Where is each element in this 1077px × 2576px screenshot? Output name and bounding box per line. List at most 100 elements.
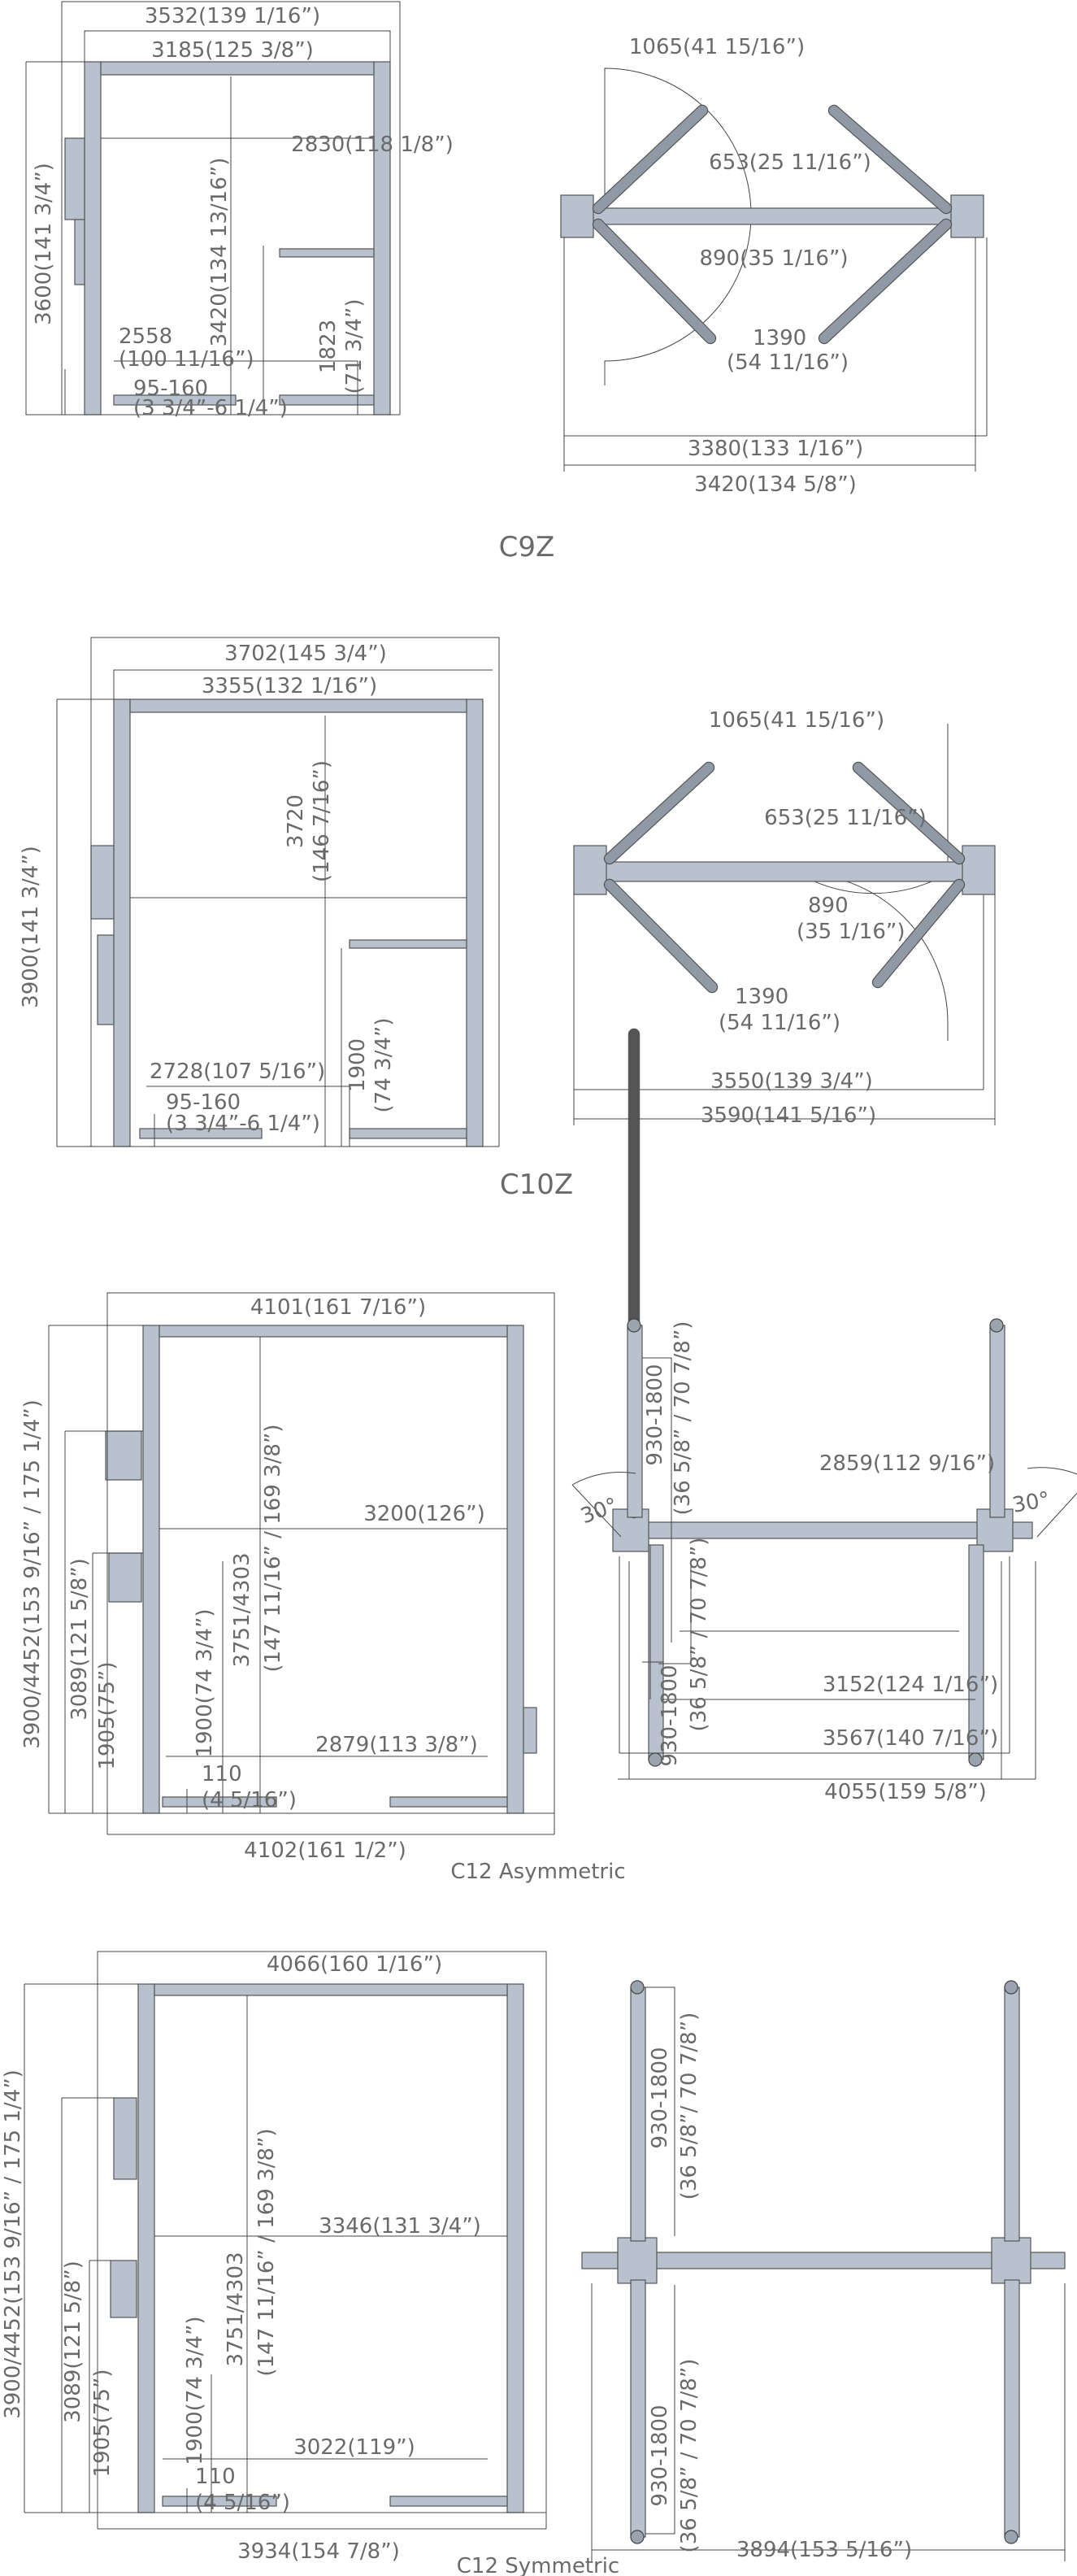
lift-arm (605, 763, 714, 864)
dim-inner-posts: 2859(112 9/16”) (819, 1451, 995, 1476)
left-post (560, 194, 594, 238)
lift-arm (819, 220, 951, 343)
dim-overall-width: 4055(159 5/8”) (824, 1780, 987, 1804)
dim-base-width: 3380(133 1/16”) (688, 437, 863, 461)
model-title-c12-asymmetric: C12 Asymmetric (450, 1860, 625, 1884)
dim-height-under-beam: 3751/4303 (230, 1552, 254, 1667)
dim-overall-width: 3532(139 1/16”) (145, 4, 320, 28)
left-column (137, 1983, 155, 2513)
dim-arm-max: 1390 (753, 326, 806, 350)
lift-arm (279, 394, 375, 406)
lift-pad (627, 1318, 641, 1333)
left-post (617, 2237, 658, 2284)
dim-power-unit-height: 3089(121 5/8”) (61, 2261, 85, 2423)
right-column (506, 1983, 524, 2513)
c12s-side-view: 4066(160 1/16”) 3900/4452(153 9/16” / 17… (1, 1951, 547, 2564)
dim-lift-height: 1900 (345, 1038, 370, 1092)
control-box (97, 934, 115, 1025)
dim-arm-reach: 1065(41 15/16”) (629, 35, 805, 59)
lift-pad (968, 1752, 983, 1767)
model-title-c9z: C9Z (499, 531, 555, 564)
lift-arm (162, 1796, 277, 1808)
dim-arm-range-top: 930-1800 (648, 2047, 672, 2148)
lift-pad (630, 1980, 645, 1995)
dim-overall-height: 3900(141 3/4”) (19, 846, 43, 1008)
dim-angle-right: 30° (1010, 1487, 1052, 1518)
crossbeam (129, 698, 467, 713)
c12a-side-view: 4101(161 7/16”) 3900/4452(153 9/16” / 17… (20, 1292, 555, 1863)
model-title-c12-symmetric: C12 Symmetric (457, 2554, 619, 2576)
dim-height-under-beam-in: (146 7/16”) (310, 760, 334, 882)
dim-lift-height-in: (71 3/4”) (342, 299, 367, 394)
dim-height-under-beam-in: (147 11/16” / 169 3/8”) (254, 2128, 279, 2376)
dim-overall-width: 3702(145 3/4”) (224, 642, 387, 666)
right-post (991, 2237, 1031, 2284)
power-unit (113, 2097, 137, 2180)
dim-base-width: 3934(154 7/8”) (237, 2539, 400, 2564)
dim-overall-width: 4066(160 1/16”) (267, 1952, 442, 1977)
lift-pad (989, 1318, 1004, 1333)
lift-arm (630, 2279, 646, 2538)
dim-pad-height: 95-160 (166, 1090, 241, 1115)
crossbeam (625, 1521, 1033, 1539)
c12a-top-view: 930-1800 (36 5/8” / 70 7/8”) 30° 30° 285… (450, 1028, 1077, 1884)
dim-arm-min: 653(25 11/16”) (709, 150, 871, 175)
crossbeam (159, 1325, 508, 1338)
lift-arm (853, 763, 964, 864)
dim-pad-span: 3152(124 1/16”) (823, 1673, 998, 1697)
dim-arm-max: 1390 (735, 985, 788, 1009)
dim-overall-height: 3900/4452(153 9/16” / 175 1/4”) (20, 1399, 45, 1749)
dim-arm-mid: 890(35 1/16”) (699, 246, 848, 271)
lift-arm (389, 2496, 508, 2507)
lift-arm (630, 1986, 646, 2242)
lift-arm (162, 2496, 277, 2507)
dim-overall-width: 3590(141 5/16”) (701, 1103, 876, 1128)
dim-pad-height-in: (3 3/4”-6 1/4”) (133, 396, 288, 420)
lift-arm (989, 1325, 1005, 1518)
lift-arm-raised (349, 939, 467, 949)
power-unit (90, 845, 115, 920)
dim-height-under-beam: 3751/4303 (224, 2252, 248, 2366)
dim-inner-width: 3355(132 1/16”) (202, 674, 377, 698)
dim-arm-range-bottom: 930-1800 (658, 1664, 682, 1766)
right-column (466, 698, 484, 1147)
lift-pad (1004, 2530, 1018, 2544)
dim-lift-height: 1823 (316, 320, 341, 373)
right-column (506, 1325, 524, 1814)
dim-base-width: 3567(140 7/16”) (823, 1726, 998, 1751)
dim-arm-range-bottom-in: (36 5/8” / 70 7/8”) (677, 2359, 701, 2553)
crossbeam (154, 1983, 508, 1996)
dim-lift-height-in: (74 3/4”) (371, 1018, 396, 1113)
dim-arm-range-top-in: (36 5/8”/ 70 7/8”) (677, 2012, 701, 2200)
dim-height-under-beam: 3420(134 13/16”) (207, 158, 232, 347)
lift-arm (113, 394, 237, 406)
dim-arm-max-in: (54 11/16”) (719, 1011, 840, 1035)
lift-arm (349, 1128, 467, 1139)
left-post (573, 845, 607, 895)
carriage (523, 1707, 537, 1754)
right-post (962, 845, 996, 895)
crossbeam (581, 2252, 1066, 2269)
dim-height-under-beam: 3720 (284, 794, 308, 848)
lift-pad (1004, 1980, 1018, 1995)
dim-base-width: 3550(139 3/4”) (710, 1069, 873, 1094)
dim-arm-range-bottom-in: (36 5/8” / 70 7/8”) (687, 1538, 711, 1732)
power-unit (64, 137, 85, 220)
left-column (142, 1325, 160, 1814)
c12s-top-view: 930-1800 (36 5/8”/ 70 7/8”) 930-1800 (36… (457, 1980, 1066, 2576)
power-unit (105, 1430, 142, 1481)
dim-overall-width: 3894(153 5/16”) (736, 2538, 912, 2562)
dim-arm-reach: 1065(41 15/16”) (709, 708, 884, 733)
dim-arm-span-in: (100 11/16”) (119, 347, 254, 372)
model-title-c10z: C10Z (500, 1168, 573, 1201)
lift-arm (593, 220, 715, 343)
lift-arm (389, 1796, 508, 1808)
dim-arm-range-bottom: 930-1800 (648, 2404, 672, 2506)
dim-arm-span: 2879(113 3/8”) (315, 1733, 478, 1757)
lift-arm (829, 106, 951, 213)
dim-overall-height: 3600(141 3/4”) (32, 163, 56, 325)
dim-arm-span: 2558 (119, 324, 172, 349)
dim-arm-range-top-in: (36 5/8” / 70 7/8”) (671, 1321, 695, 1516)
dim-pad-height-in: (4 5/16”) (195, 2491, 290, 2515)
